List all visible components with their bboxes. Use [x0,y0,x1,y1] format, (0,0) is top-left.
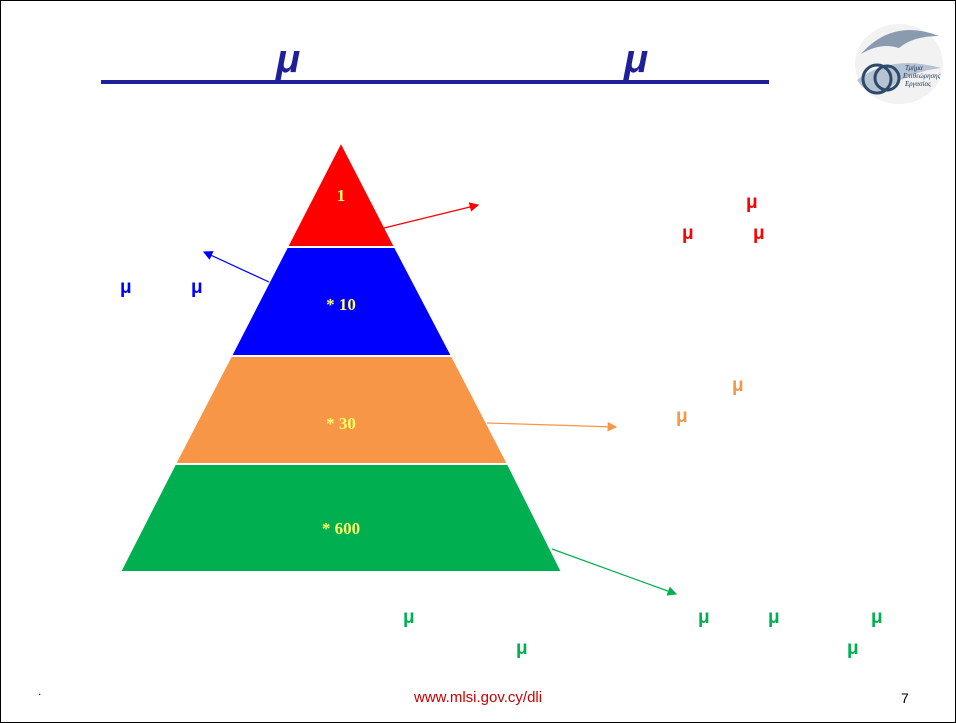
green-right-note-c: μ [871,607,883,628]
arrow-tier-1 [383,202,480,229]
green-note-a: μ [403,607,415,628]
green-right-note-a: μ [698,607,710,628]
orange-note-a: μ [732,375,744,396]
arrow-tier-2 [202,251,270,283]
green-right-note-b: μ [768,607,780,628]
orange-note-b: μ [676,406,688,427]
title-underline [101,80,769,84]
red-note-b: μ [682,223,694,244]
pyramid-tier-3 [173,355,510,465]
tier-3-label: * 30 [326,414,356,433]
pyramid-tier-4 [118,463,564,573]
tier-4-label: * 600 [322,519,360,538]
green-right-note-d: μ [847,638,859,659]
red-note-a: μ [746,192,758,213]
red-note-c: μ [753,223,765,244]
footer-dot: . [38,684,42,698]
arrow-tier-3 [486,421,618,432]
logo-text-1: Τμήμα [905,64,923,72]
green-note-b: μ [516,638,528,659]
title-right-mu: μ [624,37,649,81]
logo-text-2: Επιθεώρησης [902,72,941,80]
blue-note-a: μ [120,277,132,298]
arrow-tier-4 [551,548,678,596]
tier-1-label: 1 [337,186,346,205]
blue-note-b: μ [191,277,203,298]
title-left-mu: μ [276,37,301,81]
logo-text-3: Εργασίας [904,80,931,88]
tier-2-label: * 10 [326,295,356,314]
department-logo: Τμήμα Επιθεώρησης Εργασίας [855,24,943,104]
footer-url: www.mlsi.gov.cy/dli [414,689,543,706]
page-number: 7 [901,690,909,706]
